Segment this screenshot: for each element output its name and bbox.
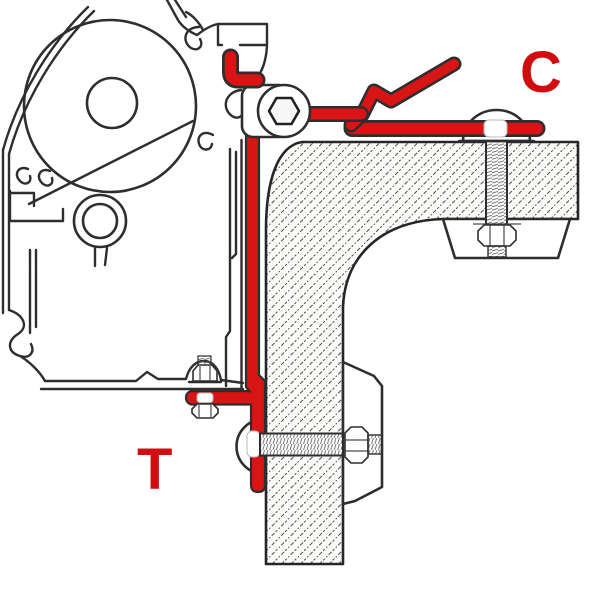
carriage-bolt-top — [473, 139, 521, 258]
wall-bolt-side — [259, 426, 383, 464]
roller-hub — [85, 76, 139, 130]
case-left-wall — [1, 148, 11, 315]
bolt-hole-in-bracket — [246, 430, 261, 458]
case-front-skin — [1, 5, 96, 156]
vehicle-wall-section — [264, 140, 580, 566]
awning-case-profile — [1, 0, 269, 391]
hex-nut-top — [477, 224, 517, 247]
rail-top-flange — [165, 0, 269, 81]
adapter-hook — [222, 48, 266, 89]
adapter-bracket-vertical — [244, 132, 267, 494]
bolt-hole-in-arm — [196, 392, 214, 403]
hinge-bolt-hexagon — [267, 96, 301, 126]
case-bottom-curl — [7, 308, 47, 383]
fabric-line — [27, 119, 195, 206]
fabric-clips — [8, 166, 65, 223]
rail-top-hooks — [184, 10, 245, 151]
rail-back-channel — [224, 138, 243, 390]
case-inner-wall — [28, 246, 109, 335]
hex-nut-side — [344, 426, 369, 464]
label-c: C — [520, 40, 562, 105]
label-t: T — [137, 437, 172, 502]
rail-bolt — [187, 355, 223, 384]
rail-bolt-head — [192, 364, 218, 382]
bolt-hole-in-strip — [483, 119, 508, 138]
guide-roller-hub — [81, 202, 119, 240]
rail-nut — [191, 403, 219, 419]
